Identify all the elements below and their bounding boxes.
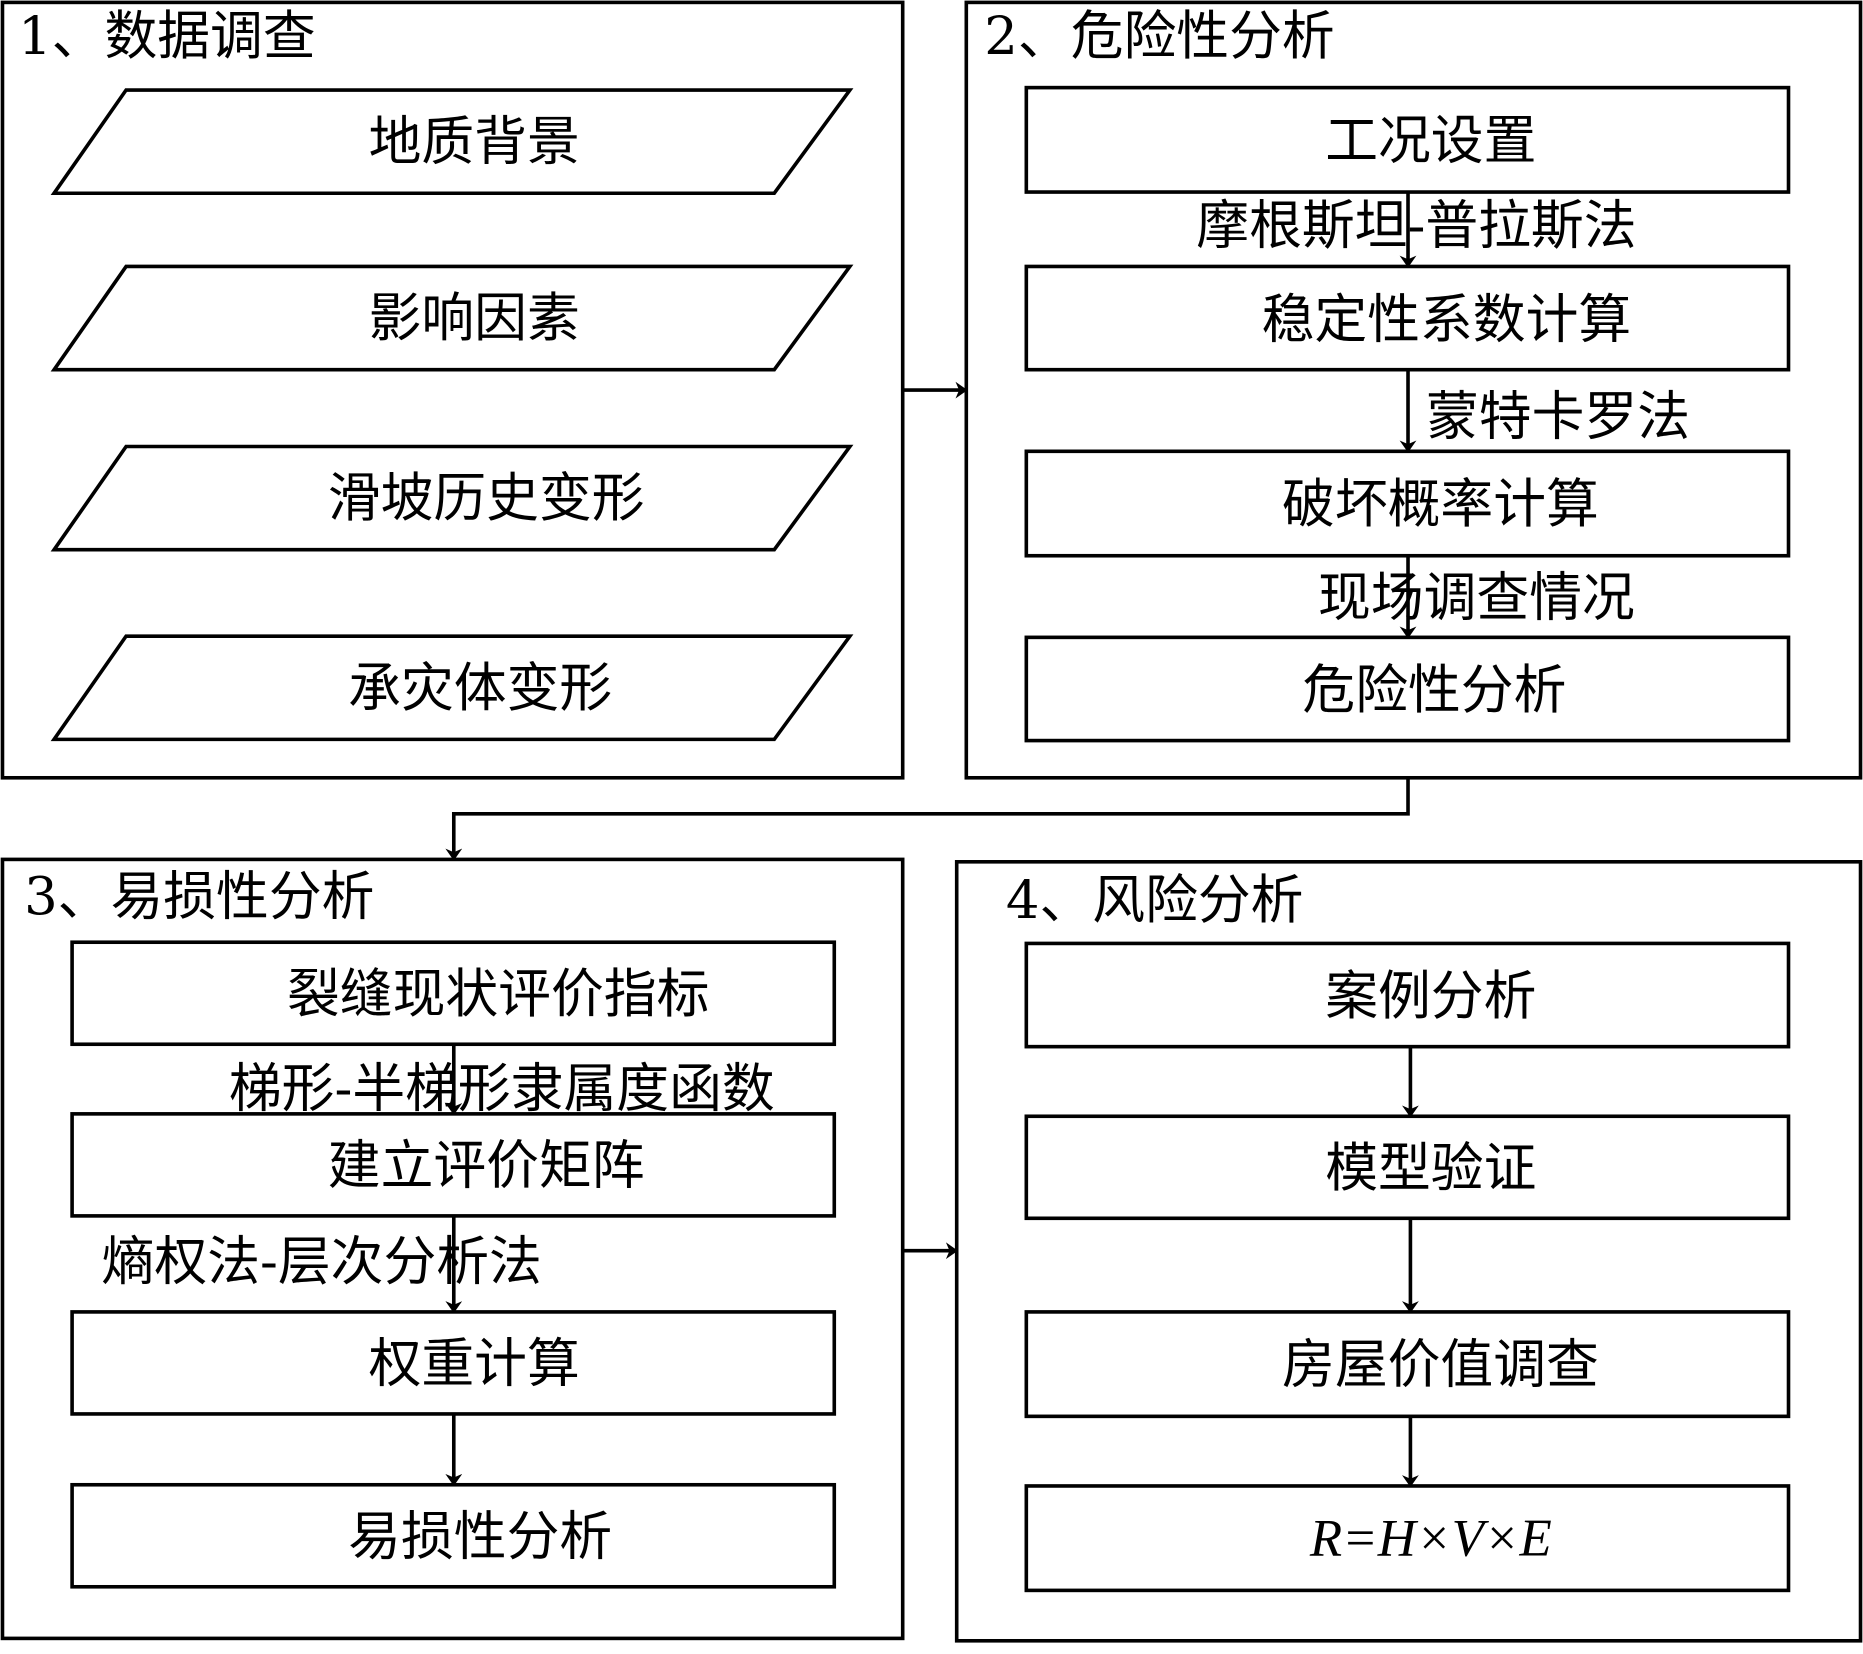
- svg-text:建立评价矩阵: 建立评价矩阵: [328, 1135, 645, 1196]
- data-item: 承灾体变形: [50, 634, 854, 742]
- section-title: 3、易损性分析: [24, 867, 374, 928]
- process-box: 易损性分析: [70, 1482, 837, 1589]
- method-label: 摩根斯坦-普拉斯法: [1196, 196, 1636, 257]
- process-box: 破坏概率计算: [1024, 449, 1791, 558]
- svg-text:模型验证: 模型验证: [1325, 1138, 1536, 1199]
- section-title: 2、危险性分析: [984, 6, 1334, 67]
- section-risk-analysis: 4、风险分析 案例分析 模型验证 房屋价值调查 R=H×V×E: [954, 860, 1863, 1643]
- process-box: 模型验证: [1024, 1114, 1791, 1221]
- section-vulnerability-analysis: 3、易损性分析 裂缝现状评价指标 建立评价矩阵 权重计算 易损性分析 梯形-半梯…: [0, 857, 905, 1641]
- process-box: 裂缝现状评价指标: [70, 940, 837, 1047]
- data-item: 影响因素: [50, 264, 854, 372]
- svg-text:裂缝现状评价指标: 裂缝现状评价指标: [287, 964, 709, 1025]
- process-box: 案例分析: [1024, 941, 1791, 1049]
- svg-text:承灾体变形: 承灾体变形: [348, 658, 612, 719]
- svg-text:稳定性系数计算: 稳定性系数计算: [1262, 289, 1632, 350]
- svg-text:地质背景: 地质背景: [369, 112, 580, 173]
- svg-text:滑坡历史变形: 滑坡历史变形: [328, 468, 645, 529]
- svg-text:工况设置: 工况设置: [1325, 110, 1536, 171]
- svg-text:危险性分析: 危险性分析: [1302, 660, 1566, 721]
- svg-text:R=H×V×E: R=H×V×E: [1309, 1510, 1552, 1568]
- svg-text:影响因素: 影响因素: [369, 288, 580, 349]
- method-label: 熵权法-层次分析法: [102, 1232, 542, 1293]
- svg-text:易损性分析: 易损性分析: [348, 1506, 612, 1567]
- process-box: 工况设置: [1024, 85, 1791, 194]
- svg-text:权重计算: 权重计算: [369, 1334, 580, 1395]
- section-title: 1、数据调查: [18, 6, 316, 67]
- svg-text:案例分析: 案例分析: [1325, 966, 1536, 1027]
- process-box: 房屋价值调查: [1024, 1310, 1791, 1419]
- method-label: 蒙特卡罗法: [1426, 387, 1690, 448]
- process-box: 权重计算: [70, 1310, 837, 1416]
- section-title: 4、风险分析: [1006, 870, 1304, 931]
- process-box: 危险性分析: [1024, 635, 1791, 743]
- data-item: 滑坡历史变形: [50, 444, 854, 552]
- formula-box: R=H×V×E: [1024, 1484, 1791, 1593]
- process-box: 稳定性系数计算: [1024, 264, 1791, 372]
- process-box: 建立评价矩阵: [70, 1112, 837, 1218]
- section-hazard-analysis: 2、危险性分析 工况设置 稳定性系数计算 破坏概率计算 危险性分析 摩根斯坦-普…: [964, 0, 1863, 780]
- section-data-survey: 1、数据调查 地质背景 影响因素 滑坡历史变形 承灾体变形: [0, 0, 905, 780]
- arrow-2-to-3: [445, 777, 1410, 861]
- svg-text:破坏概率计算: 破坏概率计算: [1282, 474, 1599, 535]
- svg-text:房屋价值调查: 房屋价值调查: [1282, 1335, 1599, 1396]
- data-item: 地质背景: [50, 88, 854, 196]
- method-label: 现场调查情况: [1318, 568, 1635, 629]
- method-label: 梯形-半梯形隶属度函数: [229, 1059, 775, 1120]
